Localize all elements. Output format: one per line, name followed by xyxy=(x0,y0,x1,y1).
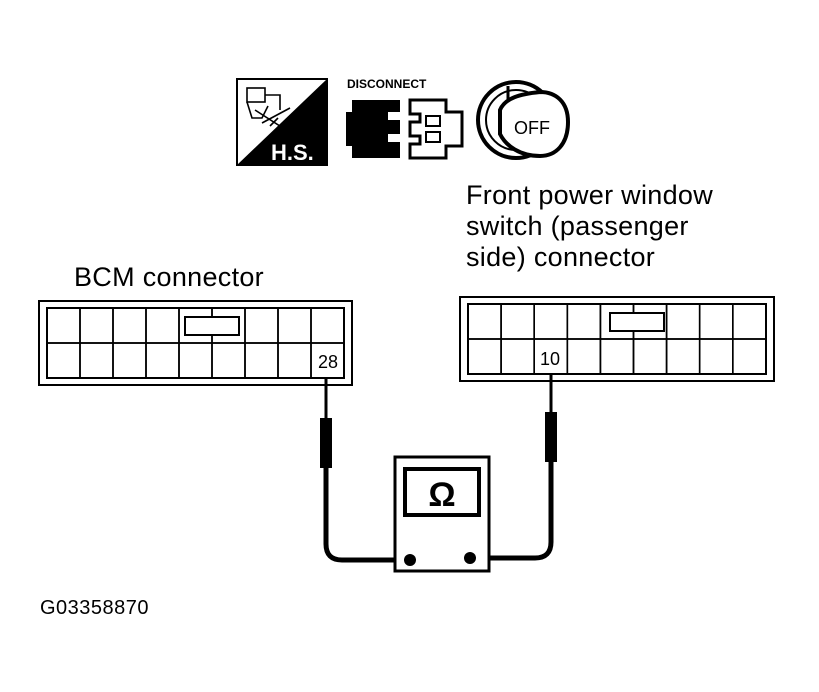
disconnect-text: DISCONNECT xyxy=(347,77,427,91)
pw-label-line-1: Front power window xyxy=(466,180,714,210)
pw-label-line-3: side) connector xyxy=(466,242,656,272)
pw-terminal-number: 10 xyxy=(540,349,560,369)
bcm-connector: 28 xyxy=(38,300,353,386)
left-probe xyxy=(320,378,332,468)
ohm-symbol: Ω xyxy=(428,476,455,514)
harness-hs-icon: H.S. xyxy=(236,78,328,166)
bcm-terminal-number: 28 xyxy=(318,352,338,372)
bcm-connector-lock xyxy=(184,316,240,336)
pw-connector-label: Front power window switch (passenger sid… xyxy=(466,180,713,273)
left-lead-wire xyxy=(323,468,410,563)
pw-connector-lock xyxy=(609,312,665,332)
ignition-key-off-icon: OFF xyxy=(476,80,571,160)
bcm-terminal-grid xyxy=(46,307,345,379)
meter-terminal-right xyxy=(464,552,476,564)
figure-id: G03358870 xyxy=(40,597,150,619)
ohmmeter: Ω xyxy=(393,455,491,573)
pw-terminal-grid xyxy=(467,303,767,375)
hs-badge-text: H.S. xyxy=(271,140,314,165)
pw-terminal-cell xyxy=(731,338,767,375)
meter-terminal-left xyxy=(404,554,416,566)
power-window-switch-connector: 10 xyxy=(459,296,775,382)
right-probe xyxy=(545,374,557,462)
bcm-connector-label: BCM connector xyxy=(74,262,264,292)
pw-label-line-2: switch (passenger xyxy=(466,211,689,241)
right-lead-wire xyxy=(470,462,554,561)
disconnect-connector-icon: DISCONNECT xyxy=(346,77,464,160)
ignition-off-text: OFF xyxy=(514,118,550,138)
